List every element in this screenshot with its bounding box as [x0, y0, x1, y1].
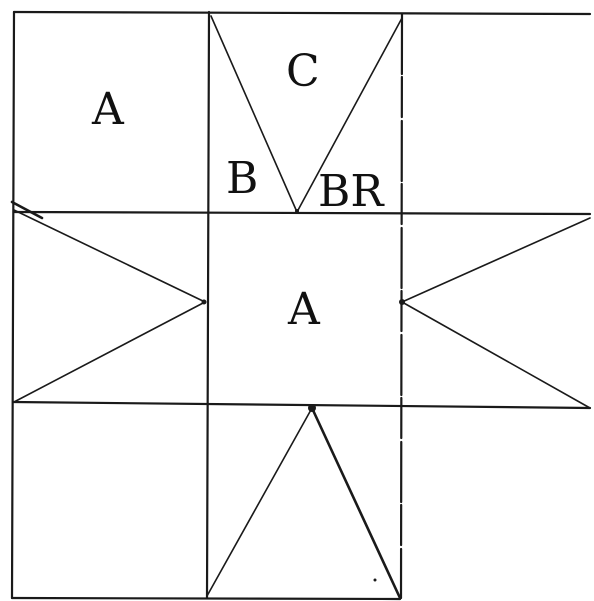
border-top [12, 10, 592, 16]
star-point-top [210, 15, 403, 213]
grid-horizontal-lower [11, 400, 592, 410]
tip-dot-top [295, 209, 299, 213]
label-patch-c: C [286, 46, 320, 97]
diagonal-left-upper [13, 209, 206, 303]
outer-border [10, 10, 592, 601]
tip-dots [201, 209, 405, 582]
grid-lines [11, 10, 592, 600]
diagonal-top-left [210, 15, 298, 213]
diagonal-left-upper-mark [10, 200, 44, 220]
stray-dot [373, 578, 377, 582]
diagonal-bottom-left [206, 407, 313, 597]
label-patch-br: BR [318, 166, 385, 217]
diagonal-top-right [296, 17, 403, 213]
diagonal-right-lower [401, 301, 591, 409]
tip-dot-left [201, 299, 207, 305]
star-point-right [401, 217, 591, 409]
tip-dot-right [399, 299, 405, 305]
grid-vertical-right [399, 12, 404, 600]
diagonal-bottom-right [310, 406, 402, 600]
border-left [10, 10, 16, 600]
tip-dot-bottom [308, 404, 316, 412]
border-bottom [10, 596, 402, 601]
diagonal-right-upper [401, 217, 591, 303]
label-patch-b: B [226, 153, 258, 204]
label-corner-a: A [91, 84, 125, 135]
grid-horizontal-upper [12, 210, 592, 216]
diagonal-left-lower [13, 301, 206, 403]
grid-vertical-left [205, 10, 211, 600]
label-center-a: A [287, 284, 321, 335]
star-point-left [10, 200, 206, 403]
star-point-bottom [206, 406, 402, 600]
